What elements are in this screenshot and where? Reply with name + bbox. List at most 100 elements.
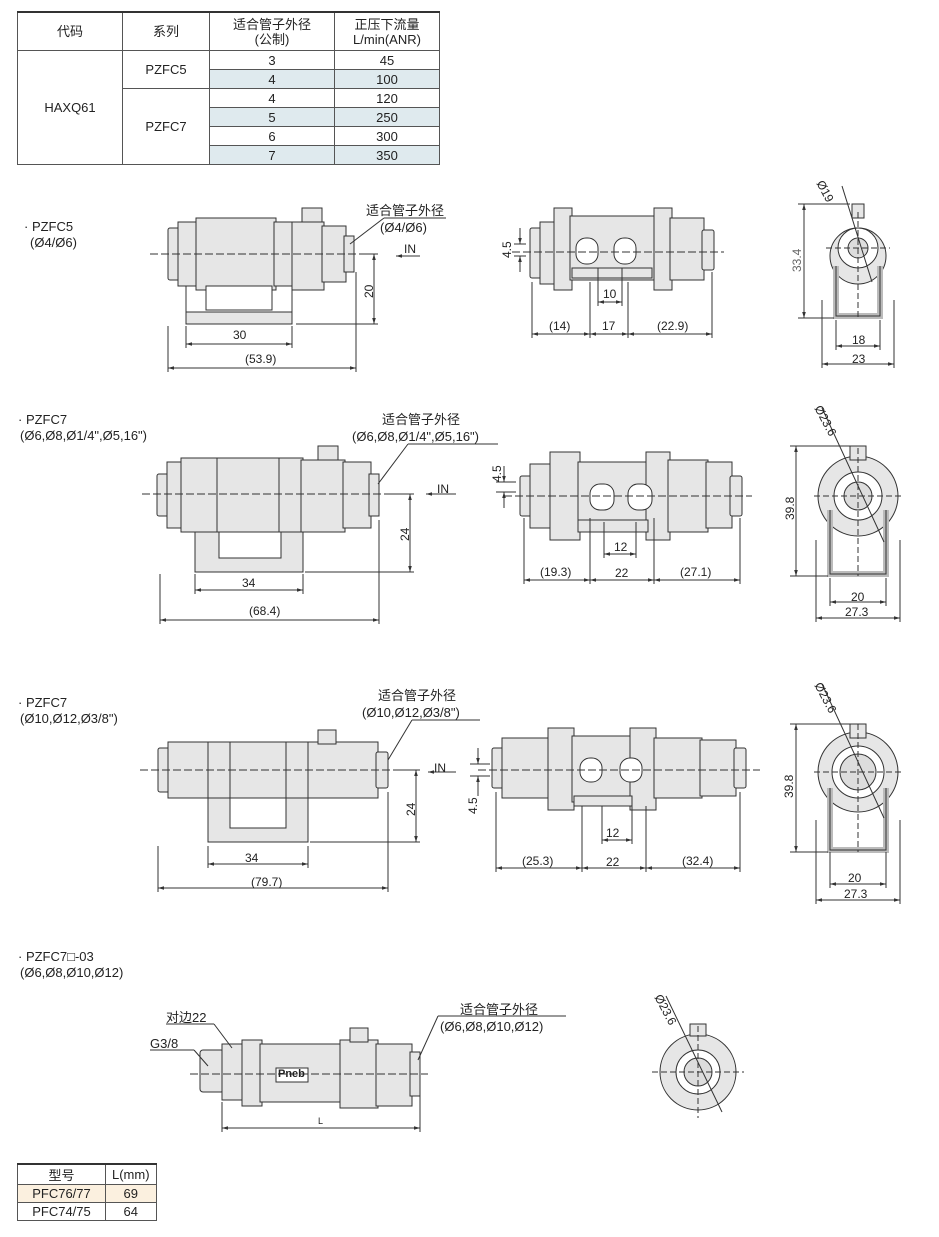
table-row: PZFC7 4 120: [18, 88, 440, 165]
pzfc7-tube-label: 适合管子外径: [382, 412, 461, 427]
pzfc5-dim-height: 20: [362, 284, 376, 298]
pzfc7-dim-height: 24: [398, 527, 412, 541]
pzfc7-large-tube-sizes: (Ø10,Ø12,Ø3/8"): [362, 705, 460, 720]
pzfc5-dim-c3: (14): [549, 319, 571, 333]
header-flow: 正压下流量 L/min(ANR): [334, 11, 440, 51]
length-header-row: 型号 L(mm): [17, 1163, 157, 1185]
flow-cell: 250: [334, 107, 440, 127]
pzfc7-large-in-label: IN: [434, 761, 446, 775]
brand-logo: Pneb: [278, 1068, 305, 1080]
pzfc7-03-side-view: [190, 1027, 428, 1109]
pzfc7-large-side-view: [140, 729, 398, 843]
pzfc5-end-view: [826, 203, 890, 319]
od-cell: 5: [209, 107, 335, 127]
pzfc5-dim-height-end: 33.4: [790, 248, 804, 272]
pzfc7-end-dims-a: [790, 407, 901, 622]
pzfc7-03-title: · PZFC7□-03: [18, 949, 94, 964]
pzfc7-tube-sizes: (Ø6,Ø8,Ø1/4",Ø5,16"): [352, 429, 480, 444]
model-cell: PFC74/75: [17, 1202, 106, 1221]
pzfc7-side-dims: [159, 443, 498, 624]
pzfc7-large-side-dims: [157, 719, 480, 892]
pzfc7-large-top-dims: [470, 748, 741, 872]
pzfc5-title: · PZFC5: [24, 219, 74, 234]
pzfc7-large-dim-c1: 4.5: [466, 797, 480, 814]
pzfc7-large-dim-height: 24: [404, 802, 418, 816]
pzfc7-top-dims: [496, 466, 741, 584]
pzfc7-dim-bracket: 34: [242, 576, 256, 590]
pzfc5-end-dims: [798, 185, 895, 368]
pzfc7-large-dim-r3: 20: [848, 871, 862, 885]
thread-label: G3/8: [150, 1036, 179, 1051]
pzfc5-side-view: [150, 207, 362, 325]
pzfc7-dim-total: (68.4): [249, 604, 281, 618]
header-code: 代码: [17, 11, 123, 51]
pzfc5-dim-bracket: 30: [233, 328, 247, 342]
pzfc7-top-view: [504, 451, 752, 541]
pzfc7-large-top-view: [478, 727, 760, 811]
pzfc5-tube-label: 适合管子外径: [366, 203, 445, 218]
pzfc5-top-dims: [514, 228, 713, 338]
pzfc7-03-end-view: [652, 995, 744, 1118]
header-length: L(mm): [105, 1163, 157, 1185]
table-row: 5 250: [18, 107, 440, 127]
pzfc7-03-tube-sizes: (Ø6,Ø8,Ø10,Ø12): [440, 1019, 544, 1034]
table-row: PFC76/77 69: [17, 1184, 157, 1203]
model-cell: PFC76/77: [17, 1184, 106, 1203]
pzfc7-large-tube-label: 适合管子外径: [378, 688, 457, 703]
spec-table: 代码 系列 适合管子外径 (公制) 正压下流量 L/min(ANR) HAXQ6…: [17, 11, 440, 165]
pzfc7-03-side-dims: [150, 1015, 566, 1132]
pzfc7-large-dim-c3: (25.3): [522, 854, 554, 868]
pzfc7-subtitle: (Ø6,Ø8,Ø1/4",Ø5,16"): [20, 428, 148, 443]
pzfc7-large-dim-r4: 27.3: [844, 887, 868, 901]
pzfc7-in-label: IN: [437, 482, 449, 496]
series-cell: PZFC7: [122, 88, 210, 165]
pzfc5-dim-c4: 17: [602, 319, 616, 333]
series-cell: PZFC5: [122, 50, 210, 89]
pzfc7-large-dim-bracket: 34: [245, 851, 259, 865]
length-table: 型号 L(mm) PFC76/77 69 PFC74/75 64: [17, 1163, 157, 1221]
pzfc5-dim-r4: 23: [852, 352, 866, 366]
pzfc7-large-title: · PZFC7: [18, 695, 68, 710]
od-cell: 7: [209, 145, 335, 165]
code-cell: HAXQ61: [17, 50, 123, 165]
od-cell: 4: [209, 69, 335, 89]
pzfc5-top-view: [512, 207, 724, 291]
flow-cell: 100: [334, 69, 440, 89]
pzfc7-end-dims-b: [790, 683, 901, 904]
length-cell: 69: [105, 1184, 157, 1203]
pzfc7-dim-r3: 20: [851, 590, 865, 604]
pzfc7-large-dim-c2: 12: [606, 826, 620, 840]
length-cell: 64: [105, 1202, 157, 1221]
table-row: 6 300: [18, 126, 440, 146]
pzfc7-dim-c1: 4.5: [490, 465, 504, 482]
pzfc7-dim-r4: 27.3: [845, 605, 869, 619]
pzfc7-large-subtitle: (Ø10,Ø12,Ø3/8"): [20, 711, 118, 726]
table-row: 7 350: [18, 145, 440, 165]
header-model: 型号: [17, 1163, 106, 1185]
length-symbol: L: [318, 1116, 324, 1126]
pzfc7-dim-c5: (27.1): [680, 565, 712, 579]
pzfc7-end-view-a: [814, 445, 902, 577]
table-row: PFC74/75 64: [17, 1202, 157, 1221]
pzfc7-title: · PZFC7: [18, 412, 68, 427]
pzfc7-dim-c3: (19.3): [540, 565, 572, 579]
pzfc7-dim-c2: 12: [614, 540, 628, 554]
pzfc5-in-label: IN: [404, 242, 416, 256]
pzfc7-large-dim-height-end: 39.8: [782, 774, 796, 798]
pzfc5-side-dims: [167, 217, 446, 372]
spec-header-row: 代码 系列 适合管子外径 (公制) 正压下流量 L/min(ANR): [17, 11, 440, 51]
pzfc5-tube-sizes: (Ø4/Ø6): [380, 220, 427, 235]
pzfc7-side-view: [142, 445, 388, 573]
pzfc7-large-dim-total: (79.7): [251, 875, 283, 889]
pzfc7-end-view-b: [814, 723, 902, 853]
pzfc5-dim-r3: 18: [852, 333, 866, 347]
pzfc7-large-dim-c4: 22: [606, 855, 620, 869]
pzfc5-dim-c2: 10: [603, 287, 617, 301]
pzfc7-large-dim-c5: (32.4): [682, 854, 714, 868]
flow-cell: 350: [334, 145, 440, 165]
pzfc7-dim-height-end: 39.8: [783, 496, 797, 520]
table-row: 4 100: [18, 69, 440, 89]
hex-size-label: 对边22: [166, 1010, 207, 1025]
pzfc7-03-tube-label: 适合管子外径: [460, 1002, 539, 1017]
